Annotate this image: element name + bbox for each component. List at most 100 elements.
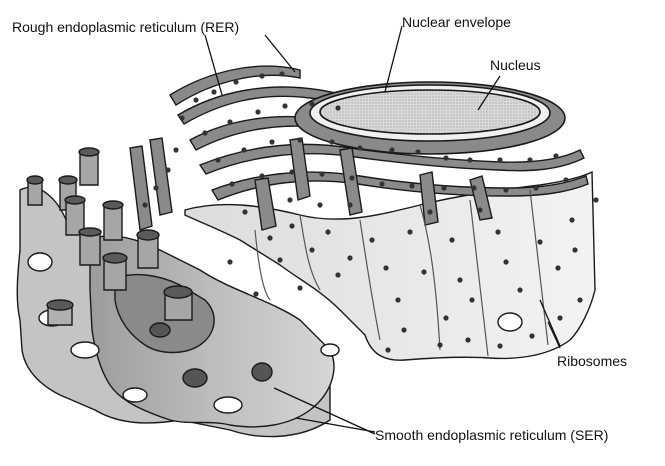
ribosome-dot bbox=[517, 287, 523, 293]
ser-hole bbox=[251, 362, 273, 382]
ribosome-dot bbox=[227, 259, 233, 265]
ribosome-dot bbox=[409, 183, 415, 189]
ribosome-dot bbox=[537, 239, 543, 245]
ribosome-dot bbox=[383, 265, 389, 271]
ribosome-dot bbox=[557, 315, 563, 321]
ser-hole bbox=[149, 322, 171, 338]
ribosome-dot bbox=[309, 101, 315, 107]
ribosome-dot bbox=[477, 207, 483, 213]
nucleus-label: Nucleus bbox=[490, 57, 541, 73]
ribosome-dot bbox=[289, 169, 295, 175]
nucleus-leader bbox=[477, 75, 501, 111]
ribosome-dot bbox=[297, 137, 303, 143]
smooth-er bbox=[16, 147, 340, 438]
ribosome-dot bbox=[277, 257, 283, 263]
ribosome-dot bbox=[202, 130, 208, 136]
ribosome-dot bbox=[347, 202, 353, 208]
ser-hole bbox=[320, 343, 340, 357]
ribosome-dot bbox=[572, 247, 578, 253]
ribosome-dot bbox=[427, 209, 433, 215]
ribosome-dot bbox=[142, 202, 148, 208]
ser-hole bbox=[182, 368, 208, 388]
ser-hole bbox=[213, 396, 243, 414]
ribosome-dot bbox=[569, 217, 575, 223]
ribosome-dot bbox=[349, 175, 355, 181]
ser-label: Smooth endoplasmic reticulum (SER) bbox=[375, 427, 609, 443]
ribosome-dot bbox=[173, 147, 179, 153]
ribosome-dot bbox=[465, 337, 471, 343]
ribosome-dot bbox=[421, 269, 427, 275]
ribosome-dot bbox=[553, 153, 559, 159]
ribosome-dot bbox=[469, 297, 475, 303]
ribosome-dot bbox=[335, 105, 341, 111]
ribosome-dot bbox=[503, 259, 509, 265]
ser-leader bbox=[295, 417, 376, 433]
ribosome-dot bbox=[279, 71, 285, 77]
rough-er bbox=[129, 65, 596, 361]
ribosome-dot bbox=[529, 333, 535, 339]
ribosome-dot bbox=[533, 185, 539, 191]
rer-walls bbox=[254, 189, 549, 357]
ser-hole bbox=[27, 252, 53, 272]
ribosome-dot bbox=[287, 197, 293, 203]
ribosome-dot bbox=[527, 157, 533, 163]
rer-label: Rough endoplasmic reticulum (RER) bbox=[12, 19, 240, 35]
ribosome-dot bbox=[443, 155, 449, 161]
ribosome-dot bbox=[215, 157, 221, 163]
ribosome-dot bbox=[457, 277, 463, 283]
ribosome-dot bbox=[253, 291, 259, 297]
ser-hole bbox=[70, 341, 100, 359]
nucleus-interior bbox=[319, 89, 541, 135]
ribosome-dot bbox=[415, 149, 421, 155]
ribosome-dot bbox=[401, 327, 407, 333]
ribosome-leader bbox=[539, 299, 561, 347]
ribosome-leader bbox=[547, 321, 561, 349]
ribosome-dot bbox=[449, 237, 455, 243]
ribosomes-label: Ribosomes bbox=[557, 353, 628, 369]
ribosome-dot bbox=[309, 247, 315, 253]
ribosome-dot bbox=[555, 265, 561, 271]
leader-lines bbox=[204, 25, 561, 435]
ribosome-dot bbox=[241, 147, 247, 153]
ribosome-dot bbox=[259, 73, 265, 79]
ribosome-dot bbox=[385, 347, 391, 353]
ribosome-dot bbox=[319, 171, 325, 177]
ribosome-dot bbox=[389, 147, 395, 153]
ribosome-dot bbox=[267, 235, 273, 241]
ribosome-dot bbox=[497, 157, 503, 163]
ribosome-dot bbox=[193, 97, 199, 103]
ribosome-dot bbox=[593, 197, 599, 203]
rer-leader bbox=[264, 34, 296, 73]
ribosome-dot bbox=[471, 185, 477, 191]
ribosome-dot bbox=[347, 255, 353, 261]
ribosome-dot bbox=[325, 229, 331, 235]
envelope-leader bbox=[384, 25, 403, 93]
ribosome-dot bbox=[495, 229, 501, 235]
ribosome-dot bbox=[229, 181, 235, 187]
ribosome-dot bbox=[297, 285, 303, 291]
ribosome-dot bbox=[357, 145, 363, 151]
ser-hole bbox=[122, 387, 148, 403]
nucleus-group bbox=[294, 81, 566, 155]
ribosome-dot bbox=[269, 139, 275, 145]
ribosome-dot bbox=[395, 297, 401, 303]
nuclear-envelope-label: Nuclear envelope bbox=[402, 14, 511, 30]
ribosome-dot bbox=[317, 202, 323, 208]
ribosome-dot bbox=[441, 185, 447, 191]
ribosome-dot bbox=[335, 272, 341, 278]
ser-tubules bbox=[26, 147, 193, 326]
ribosome-dot bbox=[242, 209, 248, 215]
ser-leader bbox=[273, 387, 376, 435]
ribosome-dot bbox=[153, 185, 159, 191]
ribosome-dot bbox=[211, 89, 217, 95]
ribosome-dot bbox=[233, 79, 239, 85]
ribosome-dot bbox=[259, 173, 265, 179]
ribosome-dot bbox=[289, 223, 295, 229]
ribosome-dot bbox=[179, 115, 185, 121]
ribosome-dot bbox=[467, 157, 473, 163]
ribosome-dot bbox=[329, 139, 335, 145]
ribosome-dot bbox=[437, 342, 443, 348]
ribosome-dot bbox=[369, 237, 375, 243]
rer-pore bbox=[497, 312, 523, 332]
